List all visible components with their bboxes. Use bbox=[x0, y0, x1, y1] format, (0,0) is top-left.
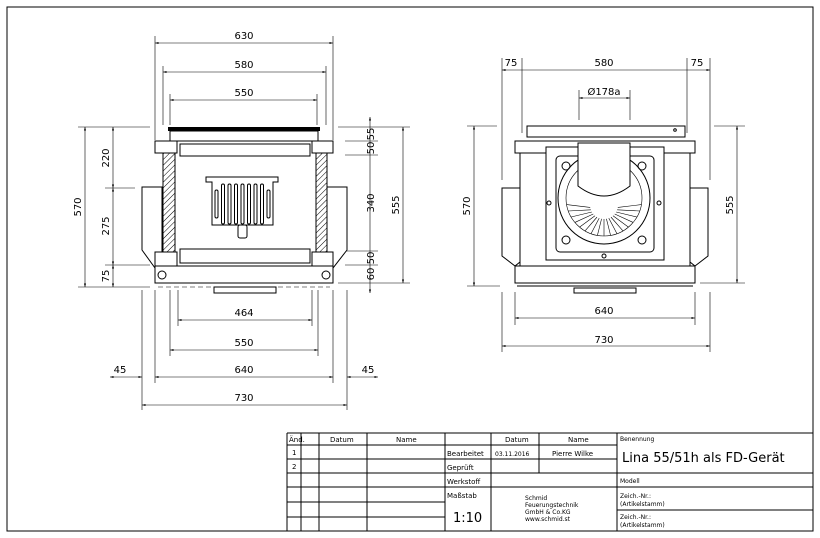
burner-ray bbox=[612, 215, 629, 228]
geprueft-label: Geprüft bbox=[447, 464, 474, 472]
dim-730: 730 bbox=[594, 335, 613, 346]
dim-580: 580 bbox=[594, 58, 613, 69]
dim-45: 45 bbox=[362, 365, 375, 376]
burner-ray bbox=[617, 204, 642, 208]
right-wing bbox=[689, 187, 709, 267]
burner-ray bbox=[606, 218, 611, 236]
side-view: 75 580 75 Ø178a 570 555 640 730 bbox=[462, 58, 745, 352]
zeich-nr-label: (Artikelstamm) bbox=[620, 501, 665, 508]
dim-50: 50 bbox=[366, 252, 377, 265]
dim-630: 630 bbox=[234, 31, 253, 42]
massstab-value: 1:10 bbox=[453, 511, 482, 526]
rev-row: 1 bbox=[292, 449, 296, 457]
burner-ray bbox=[574, 213, 594, 223]
dim-555: 555 bbox=[391, 195, 402, 214]
drawing-frame bbox=[6, 6, 814, 532]
dim-60: 60 bbox=[366, 268, 377, 281]
corner-block bbox=[311, 140, 334, 154]
dim-275: 275 bbox=[101, 216, 112, 235]
dim-580: 580 bbox=[234, 60, 253, 71]
dim-550: 550 bbox=[234, 88, 253, 99]
burner-ray bbox=[568, 209, 591, 212]
benennung-value: Lina 55/51h als FD-Gerät bbox=[622, 451, 785, 466]
dim-640: 640 bbox=[234, 365, 253, 376]
burner-ray bbox=[597, 218, 602, 236]
rev-header: Name bbox=[396, 436, 417, 444]
dim-45: 45 bbox=[114, 365, 127, 376]
dim-50: 50 bbox=[366, 142, 377, 155]
burner-ray bbox=[614, 213, 634, 223]
grate-bar bbox=[260, 183, 264, 225]
corner-block bbox=[154, 140, 178, 154]
title-block: Änd. Datum Name 1 2 Datum Name Bearbeite… bbox=[286, 432, 813, 531]
dim-555: 555 bbox=[725, 195, 736, 214]
company-line: Feuerungstechnik bbox=[525, 502, 579, 509]
dim-diameter-178: Ø178a bbox=[587, 86, 620, 98]
rev-header: Datum bbox=[330, 436, 354, 444]
top-plate bbox=[526, 125, 686, 138]
company-line: Schmid bbox=[525, 495, 547, 502]
col-header: Name bbox=[568, 436, 589, 444]
zeich-nr-label: Zeich.-Nr.: bbox=[620, 493, 651, 500]
left-wall bbox=[162, 152, 176, 253]
dim-220: 220 bbox=[101, 148, 112, 167]
massstab-label: Maßstab bbox=[447, 492, 477, 500]
grate bbox=[205, 176, 279, 239]
burner-ray bbox=[579, 215, 596, 228]
dim-570: 570 bbox=[462, 196, 473, 215]
werkstoff-label: Werkstoff bbox=[447, 478, 480, 486]
burner-ray bbox=[616, 211, 637, 218]
dim-550: 550 bbox=[234, 338, 253, 349]
burner-ray bbox=[617, 209, 640, 212]
corner-block bbox=[154, 251, 178, 267]
benennung-label: Benennung bbox=[620, 436, 655, 443]
dim-75: 75 bbox=[505, 58, 518, 69]
burner-ray bbox=[590, 218, 600, 234]
zeich-nr-label: (Artikelstamm) bbox=[620, 522, 665, 529]
burner-ray bbox=[571, 211, 592, 218]
dim-730: 730 bbox=[234, 393, 253, 404]
base bbox=[154, 265, 334, 284]
grate-bar bbox=[227, 183, 232, 225]
grate-lever bbox=[237, 224, 248, 239]
dim-640: 640 bbox=[594, 306, 613, 317]
burner-ray bbox=[610, 216, 624, 232]
foot bbox=[573, 287, 637, 294]
rev-header: Änd. bbox=[289, 435, 305, 444]
burner-ray bbox=[584, 216, 598, 232]
grate-bar bbox=[240, 183, 245, 225]
grate-bar bbox=[266, 189, 271, 219]
burner-ray bbox=[608, 218, 618, 234]
left-wing bbox=[501, 187, 521, 267]
front-view: 630 580 550 570 220 275 75 55 50 340 50 … bbox=[73, 31, 410, 410]
base bbox=[514, 265, 696, 284]
burner-ray bbox=[566, 204, 591, 208]
top-plate bbox=[168, 127, 320, 131]
foot bbox=[213, 286, 277, 294]
col-header: Datum bbox=[505, 436, 529, 444]
dim-75: 75 bbox=[101, 270, 112, 283]
dim-340: 340 bbox=[366, 193, 377, 212]
grate-bar bbox=[234, 183, 238, 225]
company-line: GmbH & Co.KG bbox=[525, 509, 571, 516]
dim-464: 464 bbox=[234, 308, 253, 319]
grate-bar bbox=[253, 183, 258, 225]
corner-block bbox=[311, 251, 334, 267]
company-line: www.schmid.st bbox=[525, 516, 571, 523]
right-wall bbox=[315, 152, 328, 253]
rev-row: 2 bbox=[292, 463, 296, 471]
dim-570: 570 bbox=[73, 197, 84, 216]
zeich-nr-label: Zeich.-Nr.: bbox=[620, 514, 651, 521]
flue-outlet bbox=[577, 142, 631, 197]
dim-75: 75 bbox=[691, 58, 704, 69]
grate-bar bbox=[247, 183, 251, 225]
grate-bar bbox=[221, 183, 225, 225]
bearbeitet-date: 03.11.2016 bbox=[495, 451, 530, 458]
dim-55: 55 bbox=[366, 128, 377, 141]
bearbeitet-name: Pierre Wilke bbox=[552, 450, 593, 458]
modell-label: Modell bbox=[620, 478, 640, 485]
grate-bar bbox=[214, 189, 219, 219]
bearbeitet-label: Bearbeitet bbox=[447, 450, 484, 458]
